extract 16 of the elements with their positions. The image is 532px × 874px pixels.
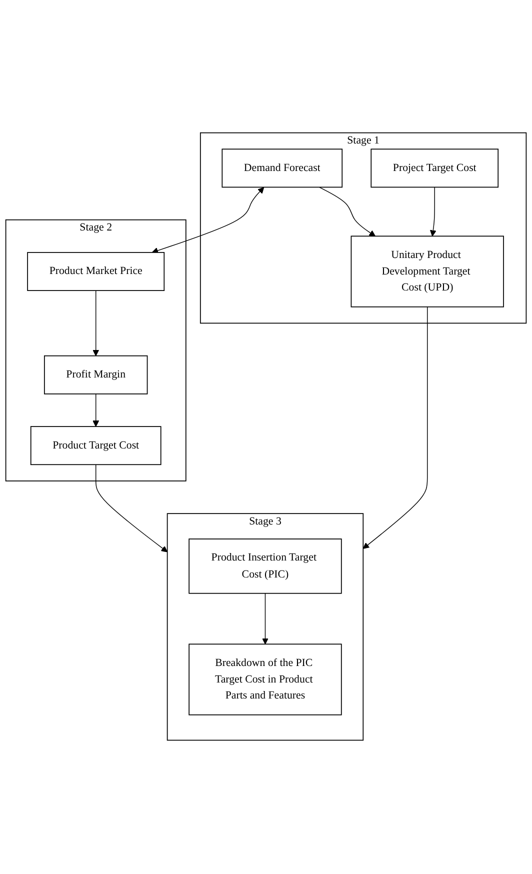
arrow (430, 187, 436, 237)
node-box: Profit Margin (44, 356, 148, 395)
node-box: Product Target Cost (30, 426, 162, 466)
node-box: Unitary Product Development Target Cost (UPD) (350, 236, 504, 308)
arrow (95, 464, 168, 553)
node-box: Product Insertion Target Cost (PIC) (188, 539, 342, 594)
node-box: Breakdown of the PIC Target Cost in Product Parts and Features (188, 644, 342, 716)
node-box: Project Target Cost (370, 149, 499, 188)
node-box: Demand Forecast (222, 149, 343, 188)
arrow (362, 307, 428, 550)
arrow (92, 290, 100, 357)
arrow (262, 593, 268, 645)
arrow (152, 188, 264, 254)
arrow (318, 187, 376, 237)
arrow (92, 394, 100, 428)
node-box: Product Market Price (27, 252, 165, 292)
